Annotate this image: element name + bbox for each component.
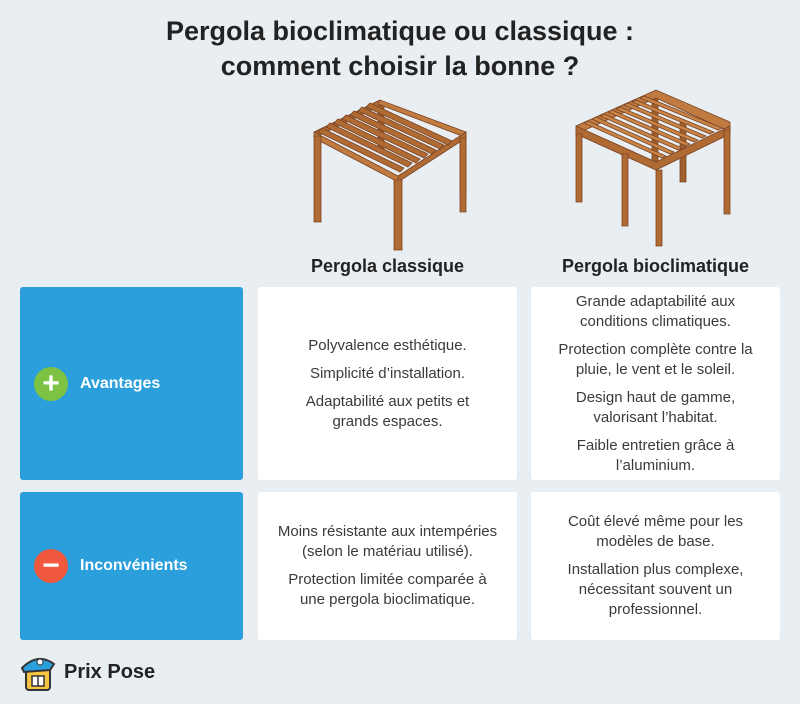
brand-name: Prix Pose bbox=[64, 660, 156, 683]
row-label-text: Inconvénients bbox=[80, 557, 188, 574]
bioclimatic-pergola-illustration bbox=[575, 89, 731, 247]
column-header-classic: Pergola classique bbox=[310, 256, 465, 276]
title-line-1: Pergola bioclimatique ou classique : bbox=[165, 16, 635, 46]
list-item: Protection complète contre la pluie, le … bbox=[558, 340, 753, 378]
cell-disadvantages-bioclimatic: Coût élevé même pour les modèles de base… bbox=[531, 492, 780, 640]
row-label-disadvantages: − Inconvénients bbox=[20, 492, 243, 640]
list-item: Design haut de gamme, valorisant l’habit… bbox=[575, 388, 736, 426]
row-label-text: Avantages bbox=[80, 374, 161, 392]
row-label-advantages: + Avantages bbox=[20, 287, 243, 480]
list-item: Moins résistante aux intempéries (selon … bbox=[277, 523, 498, 560]
page-title: Pergola bioclimatique ou classique : com… bbox=[0, 14, 800, 84]
cell-advantages-classic: Polyvalence esthétique. Simplicité d’ins… bbox=[258, 287, 517, 480]
list-item: Polyvalence esthétique. bbox=[308, 336, 467, 354]
list-item: Faible entretien grâce à l’aluminium. bbox=[576, 436, 735, 474]
list-item: Protection limitée comparée à une pergol… bbox=[288, 571, 487, 608]
list-item: Grande adaptabilité aux conditions clima… bbox=[575, 292, 736, 330]
list-item: Coût élevé même pour les modèles de base… bbox=[567, 513, 744, 550]
list-item: Simplicité d’installation. bbox=[309, 364, 466, 382]
minus-icon: − bbox=[34, 549, 68, 583]
mascot-icon bbox=[20, 657, 56, 691]
brand-logo: Prix Pose bbox=[20, 652, 155, 692]
plus-icon: + bbox=[34, 366, 68, 401]
title-line-2: comment choisir la bonne ? bbox=[220, 51, 580, 81]
list-item: Installation plus complexe, nécessitant … bbox=[567, 561, 744, 618]
classic-pergola-illustration bbox=[313, 99, 467, 251]
column-header-bioclimatic: Pergola bioclimatique bbox=[561, 256, 750, 276]
cell-disadvantages-classic: Moins résistante aux intempéries (selon … bbox=[258, 492, 517, 640]
list-item: Adaptabilité aux petits et grands espace… bbox=[305, 392, 470, 430]
cell-advantages-bioclimatic: Grande adaptabilité aux conditions clima… bbox=[531, 287, 780, 480]
